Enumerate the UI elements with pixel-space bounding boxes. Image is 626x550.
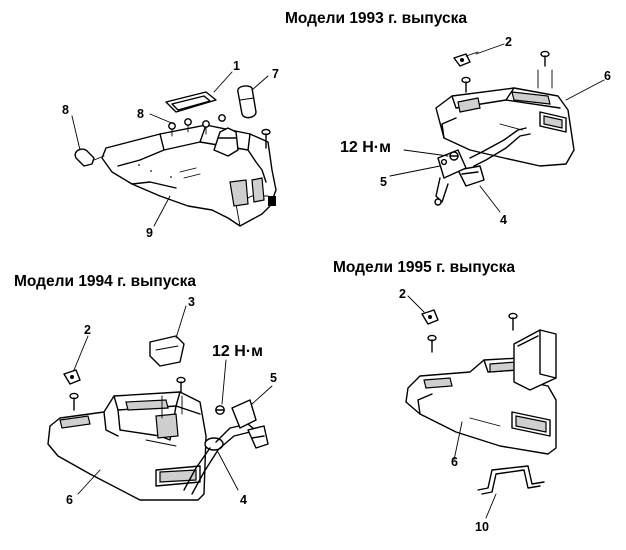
armrest-lid-1995 bbox=[513, 329, 557, 391]
screw-1995-b bbox=[508, 312, 518, 331]
callout-4-1993: 4 bbox=[500, 213, 507, 227]
assembly-1993 bbox=[389, 43, 605, 213]
bracket-part-10-1995 bbox=[477, 465, 545, 495]
callout-10-1995: 10 bbox=[475, 520, 489, 534]
callout-6-1995: 6 bbox=[451, 455, 458, 469]
screw-1993-a bbox=[461, 76, 471, 93]
heading-models-1994: Модели 1994 г. выпуска bbox=[14, 273, 196, 290]
callout-5-1994: 5 bbox=[270, 371, 277, 385]
clip-part-8 bbox=[74, 148, 105, 167]
bracket-part-4-1993 bbox=[434, 127, 531, 206]
callout-2-1993: 2 bbox=[505, 35, 512, 49]
console-part-6-1993 bbox=[435, 87, 575, 167]
screw-1994-b bbox=[161, 376, 186, 419]
callout-6-1994: 6 bbox=[66, 493, 73, 507]
cover-plate-part-1 bbox=[165, 91, 217, 113]
torque-1994: 12 Н·м bbox=[212, 343, 263, 360]
bracket-part-4-1994 bbox=[183, 399, 269, 495]
bolt-1994 bbox=[215, 405, 225, 415]
assembly-1994 bbox=[47, 305, 273, 501]
callout-3-1994: 3 bbox=[188, 295, 195, 309]
assembly-1995 bbox=[405, 295, 557, 519]
screw-1994-a bbox=[69, 392, 79, 411]
clip-part-2-1993 bbox=[453, 51, 479, 67]
callout-4-1994: 4 bbox=[240, 493, 247, 507]
console-part-6-1994 bbox=[47, 391, 207, 501]
bolt-1993 bbox=[449, 151, 459, 161]
screw-1993-b bbox=[537, 50, 553, 89]
console-body-part-9 bbox=[101, 124, 277, 227]
callout-2-1995: 2 bbox=[399, 287, 406, 301]
callout-7: 7 bbox=[272, 67, 279, 81]
screw-1995-a bbox=[427, 334, 437, 353]
callout-6-1993: 6 bbox=[604, 69, 611, 83]
callout-1: 1 bbox=[233, 59, 240, 73]
callout-8-upper: 8 bbox=[137, 107, 144, 121]
heading-models-1995: Модели 1995 г. выпуска bbox=[333, 259, 515, 276]
clip-part-2-1995 bbox=[421, 309, 439, 325]
shift-knob-part-7 bbox=[237, 85, 257, 119]
screw-set-part-8 bbox=[168, 114, 226, 137]
heading-models-1993: Модели 1993 г. выпуска bbox=[285, 10, 467, 27]
callout-9: 9 bbox=[146, 226, 153, 240]
callout-2-1994: 2 bbox=[84, 323, 91, 337]
assembly-early-console bbox=[71, 71, 277, 227]
callout-8-left: 8 bbox=[62, 103, 69, 117]
screw-right bbox=[261, 128, 271, 149]
cover-part-3-1994 bbox=[149, 335, 185, 367]
callout-5-1993: 5 bbox=[380, 175, 387, 189]
torque-1993: 12 Н·м bbox=[340, 139, 391, 156]
clip-part-2-1994 bbox=[63, 369, 81, 385]
